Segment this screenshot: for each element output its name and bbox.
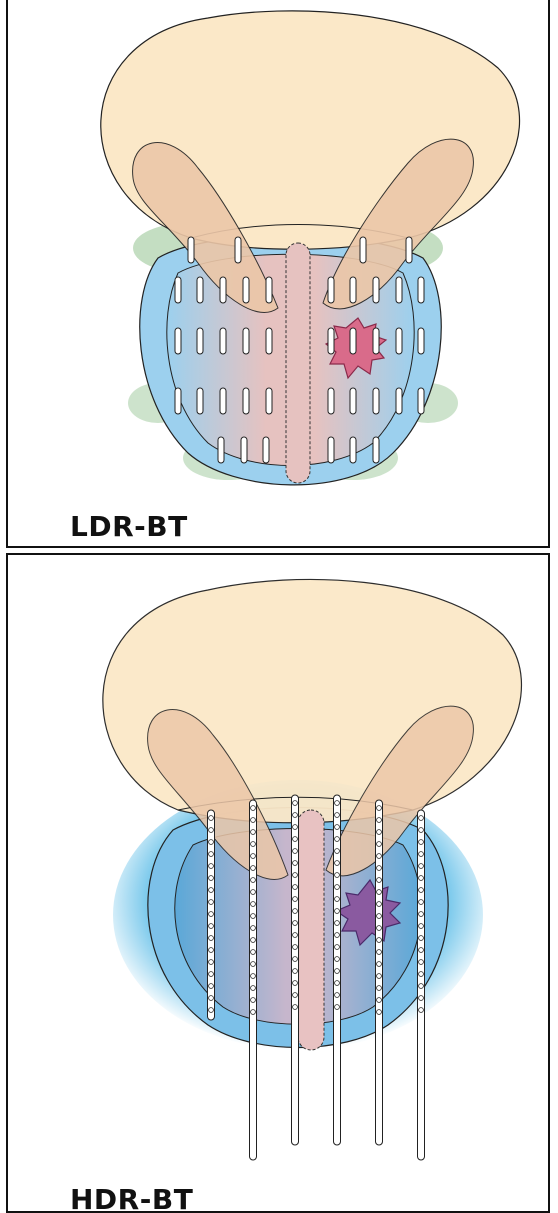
- seed-icon: [372, 387, 380, 415]
- seed-icon: [349, 327, 357, 355]
- seed-icon: [327, 387, 335, 415]
- needle-icon: [291, 794, 299, 1146]
- seed-icon: [327, 276, 335, 304]
- seed-grid: [174, 236, 425, 464]
- seed-icon: [327, 436, 335, 464]
- seed-icon: [196, 276, 204, 304]
- seed-icon: [349, 387, 357, 415]
- seed-icon: [395, 387, 403, 415]
- seed-icon: [242, 387, 250, 415]
- panel-hdr-bt: HDR-BT: [6, 553, 550, 1213]
- seed-icon: [196, 387, 204, 415]
- hdr-bt-label: HDR-BT: [70, 1183, 194, 1213]
- seed-icon: [242, 327, 250, 355]
- seed-icon: [219, 387, 227, 415]
- seed-icon: [196, 327, 204, 355]
- seed-icon: [174, 276, 182, 304]
- seminal-vesicle-left: [132, 142, 279, 313]
- seminal-vesicle-right: [322, 138, 474, 310]
- needle-icon: [375, 799, 383, 1146]
- seed-icon: [217, 436, 225, 464]
- needle-icon: [249, 799, 257, 1161]
- seed-icon: [265, 276, 273, 304]
- seed-icon: [174, 387, 182, 415]
- seed-icon: [405, 236, 413, 264]
- needle-icon: [333, 794, 341, 1146]
- seed-icon: [417, 327, 425, 355]
- seed-icon: [372, 276, 380, 304]
- seminal-vesicle-right: [325, 705, 474, 877]
- ldr-diagram: [100, 10, 521, 486]
- ldr-bt-label: LDR-BT: [70, 510, 188, 543]
- seed-icon: [219, 327, 227, 355]
- seed-icon: [417, 276, 425, 304]
- seed-icon: [372, 436, 380, 464]
- seed-icon: [349, 436, 357, 464]
- panel-ldr-bt: LDR-BT: [6, 0, 550, 548]
- seed-icon: [327, 327, 335, 355]
- needle-array: [207, 794, 425, 1161]
- needle-icon: [417, 809, 425, 1161]
- seed-icon: [240, 436, 248, 464]
- seed-icon: [395, 276, 403, 304]
- seed-icon: [234, 236, 242, 264]
- bladder: [102, 578, 523, 824]
- needle-icon: [207, 809, 215, 1021]
- seed-icon: [359, 236, 367, 264]
- seed-icon: [417, 387, 425, 415]
- urethra-icon: [285, 242, 311, 484]
- tumor-icon: [334, 878, 402, 947]
- seed-icon: [349, 276, 357, 304]
- seed-icon: [174, 327, 182, 355]
- seed-icon: [187, 236, 195, 264]
- urethra-icon: [297, 809, 325, 1051]
- seed-icon: [219, 276, 227, 304]
- hdr-diagram: [102, 578, 523, 1161]
- seed-icon: [265, 387, 273, 415]
- seed-icon: [262, 436, 270, 464]
- seed-icon: [265, 327, 273, 355]
- seed-icon: [372, 327, 380, 355]
- seed-icon: [395, 327, 403, 355]
- seed-icon: [242, 276, 250, 304]
